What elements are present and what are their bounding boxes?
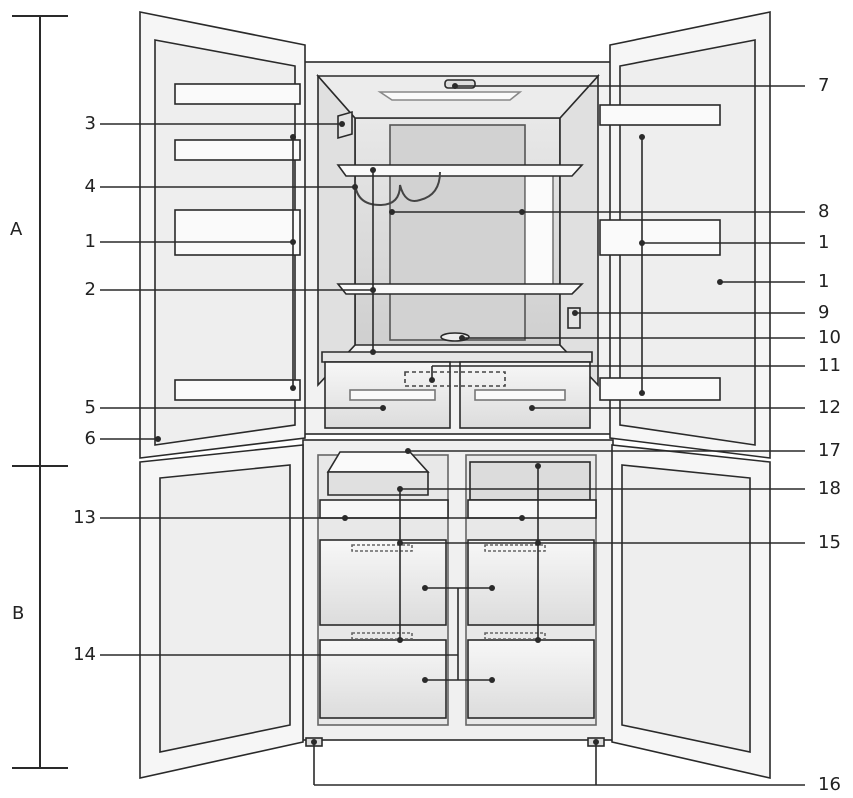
callout-2: 2 <box>84 279 96 300</box>
callout-4: 4 <box>84 176 96 197</box>
callout-1-right-a: 1 <box>818 232 830 253</box>
callout-18: 18 <box>818 478 841 499</box>
cabinet <box>139 11 771 780</box>
callout-8: 8 <box>818 201 830 222</box>
leader-lines <box>100 85 805 786</box>
section-bracket <box>12 15 68 769</box>
callout-dots <box>155 83 723 745</box>
callout-11: 11 <box>818 355 841 376</box>
callout-7: 7 <box>818 75 830 96</box>
callout-1-left: 1 <box>84 231 96 252</box>
callout-10: 10 <box>818 327 841 348</box>
section-label-b: B <box>12 603 25 624</box>
callout-3: 3 <box>84 113 96 134</box>
callout-9: 9 <box>818 302 830 323</box>
callout-12: 12 <box>818 397 841 418</box>
callout-15: 15 <box>818 532 841 553</box>
callout-14: 14 <box>73 644 96 665</box>
callout-5: 5 <box>84 397 96 418</box>
callout-1-right-b: 1 <box>818 271 830 292</box>
section-label-a: A <box>10 219 23 240</box>
callout-6: 6 <box>84 428 96 449</box>
callout-16: 16 <box>818 774 841 795</box>
callout-17: 17 <box>818 440 841 461</box>
callout-13: 13 <box>73 507 96 528</box>
